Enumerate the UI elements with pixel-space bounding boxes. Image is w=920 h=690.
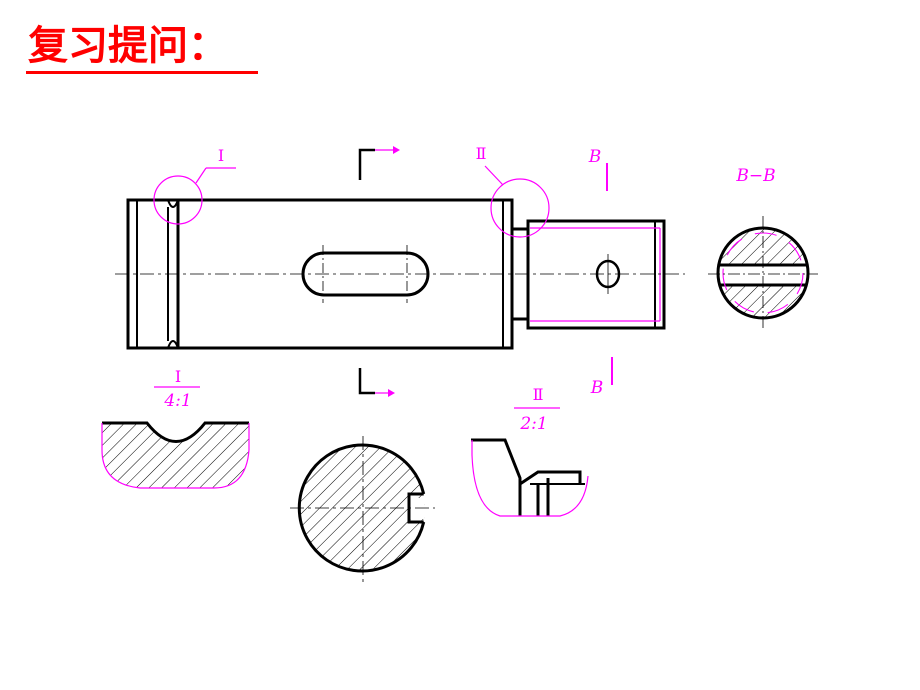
detail-one-label: Ⅰ xyxy=(218,146,224,165)
detail-one-circle xyxy=(153,175,203,225)
detail-one-scale: 4:1 xyxy=(163,391,191,411)
detail-two-view xyxy=(471,438,589,517)
detail-two-circle xyxy=(490,178,550,238)
slide-title: 复习提问： xyxy=(28,23,228,69)
shaft-main-view xyxy=(115,198,685,350)
removed-section-view xyxy=(290,436,435,583)
detail-one-view xyxy=(101,421,250,489)
detail-one-leader xyxy=(195,167,207,184)
title-underline xyxy=(26,71,258,74)
shaft-small-end xyxy=(526,219,666,330)
section-letter-top: B xyxy=(588,147,602,167)
section-bb-title: B−B xyxy=(735,166,775,186)
section-letter-bottom: B xyxy=(590,378,604,398)
detail-two-numeral: Ⅱ xyxy=(533,385,544,404)
detail-two-leader xyxy=(484,165,504,186)
detail-one-numeral: Ⅰ xyxy=(175,367,181,386)
detail-two-scale: 2:1 xyxy=(519,414,547,434)
section-bb-view xyxy=(708,216,818,330)
detail-two-label: Ⅱ xyxy=(476,144,487,163)
cut-mark-top xyxy=(358,146,400,180)
cut-mark-bottom xyxy=(358,368,395,397)
